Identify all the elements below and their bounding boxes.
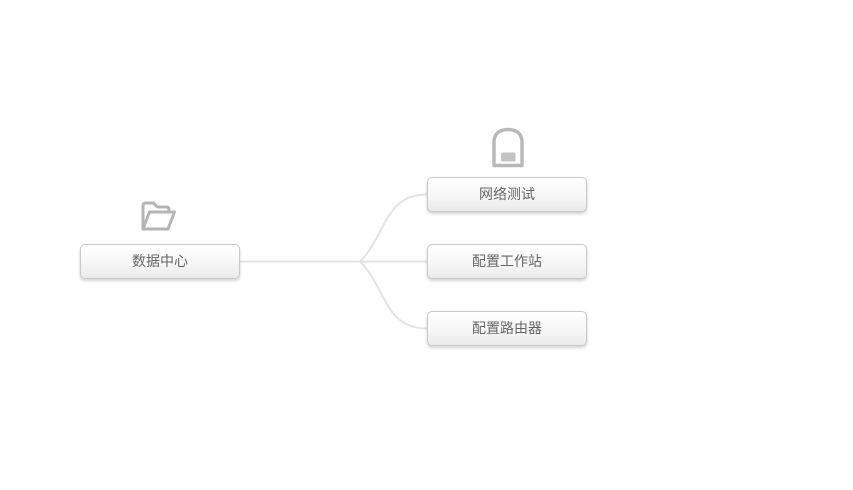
node-label: 数据中心 (132, 253, 188, 269)
child-node-network-test[interactable]: 网络测试 (427, 177, 587, 212)
child-node-configure-router[interactable]: 配置路由器 (427, 311, 587, 346)
child-node-configure-workstation[interactable]: 配置工作站 (427, 244, 587, 279)
folder-icon (137, 197, 179, 235)
connector-branch-to-child3 (359, 260, 428, 330)
node-label: 配置路由器 (472, 320, 542, 336)
connector-branch-to-child1 (359, 193, 428, 263)
node-label: 网络测试 (479, 186, 535, 202)
node-label: 配置工作站 (472, 253, 542, 269)
lock-icon (488, 126, 528, 169)
root-node-data-center[interactable]: 数据中心 (80, 244, 240, 279)
